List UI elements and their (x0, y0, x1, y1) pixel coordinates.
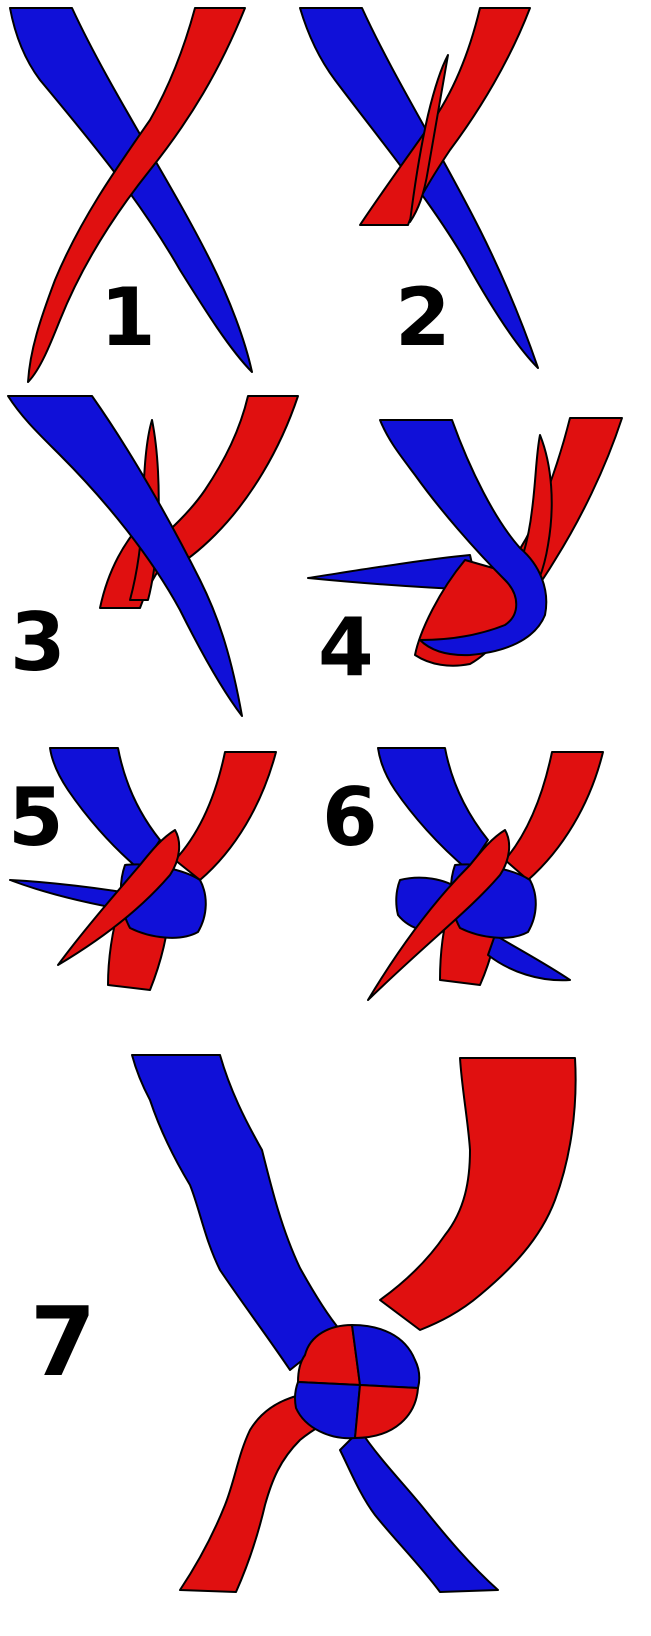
step-7-knot-red-bottom-right (355, 1385, 418, 1438)
step-7-blue-ribbon-top (132, 1055, 340, 1370)
step-1-number: 1 (100, 271, 156, 364)
step-3-number: 3 (10, 596, 66, 689)
step-7-panel: 7 (30, 1055, 576, 1592)
step-5-blue-ribbon-top (50, 748, 160, 870)
step-6-blue-ribbon-top (378, 748, 488, 870)
step-5-number: 5 (8, 771, 64, 864)
step-7-blue-ribbon-bottom (340, 1430, 498, 1592)
step-1-panel: 1 (10, 8, 252, 382)
step-2-panel: 2 (300, 8, 538, 368)
step-6-red-ribbon-top (505, 752, 603, 880)
step-2-number: 2 (395, 271, 451, 364)
step-6-panel: 6 (322, 748, 603, 1000)
step-4-number: 4 (318, 601, 374, 694)
step-6-blue-ribbon-tail (488, 935, 570, 980)
step-5-panel: 5 (8, 748, 276, 990)
step-4-panel: 4 (308, 418, 622, 694)
step-7-red-ribbon-top (380, 1058, 576, 1330)
step-5-red-ribbon-top (175, 752, 276, 880)
step-6-number: 6 (322, 771, 378, 864)
step-3-panel: 3 (8, 396, 298, 716)
step-7-number: 7 (30, 1288, 96, 1398)
step-7-knot-blue-top-right (352, 1325, 419, 1388)
